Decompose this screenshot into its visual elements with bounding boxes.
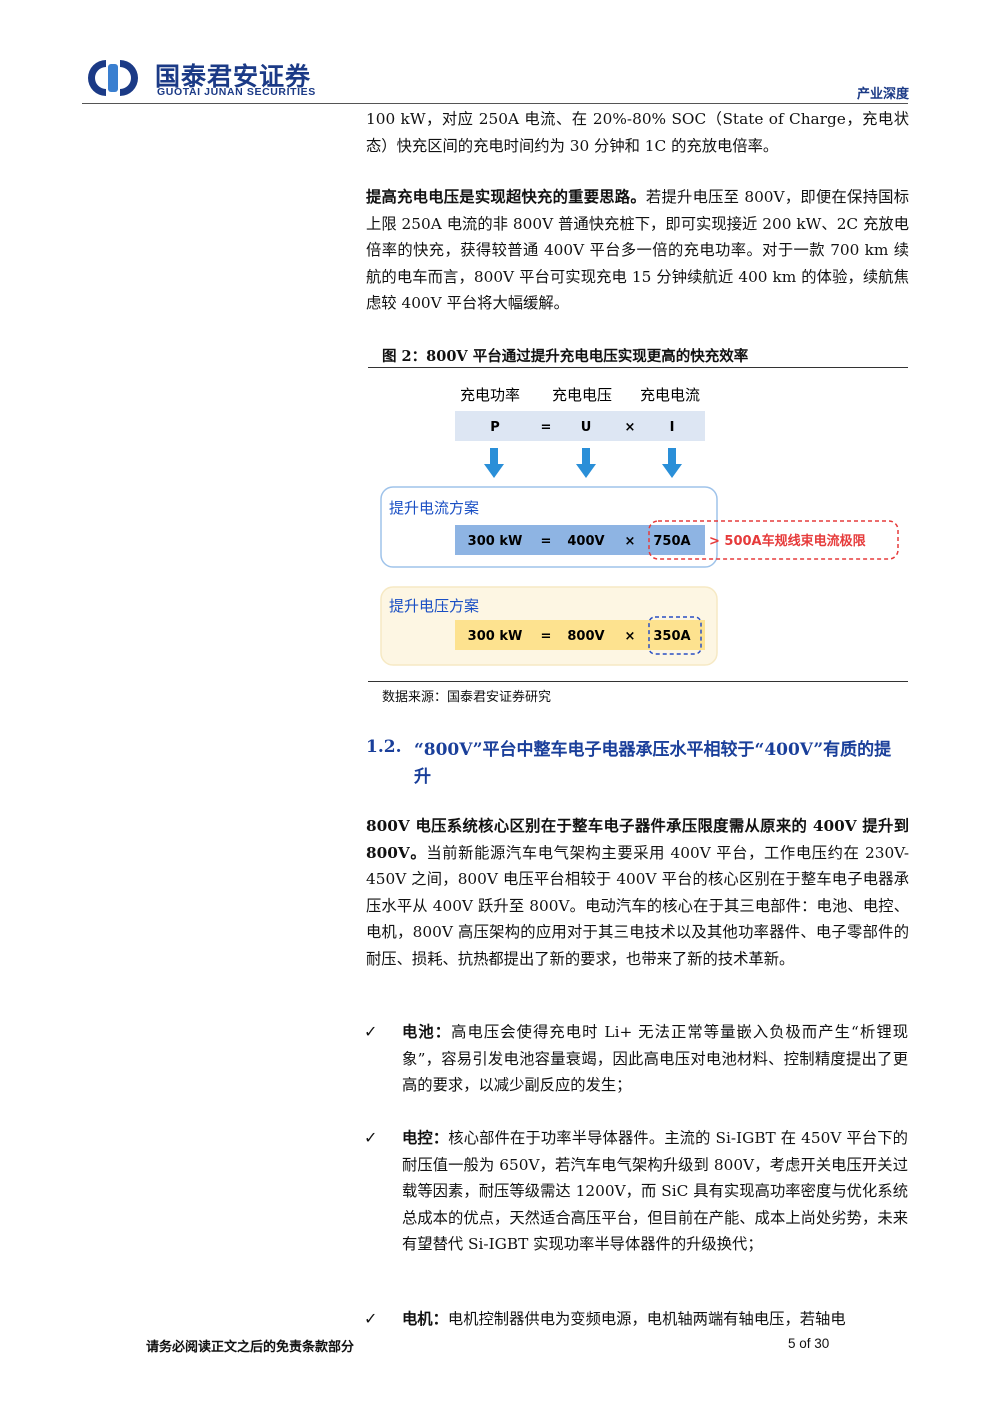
bullet-lead: 电机：: [402, 1310, 448, 1328]
current-power: 300 kW: [468, 534, 523, 549]
company-logo-icon: [88, 60, 138, 96]
formula-i: I: [670, 420, 675, 435]
paragraph-800v-core: 800V 电压系统核心区别在于整车电子器件承压限度需从原来的 400V 提升到 …: [366, 813, 909, 972]
figure-bottom-rule: [368, 681, 908, 682]
check-icon: ✓: [364, 1022, 378, 1041]
paragraph-body: 若提升电压至 800V，即便在保持国标上限 250A 电流的非 800V 普通快…: [366, 188, 909, 312]
current-amps: 750A: [653, 534, 690, 549]
warning-frame: [648, 520, 899, 560]
bullet-motor: 电机：电机控制器供电为变频电源，电机轴两端有轴电压，若轴电: [402, 1306, 908, 1333]
header-divider: [82, 103, 908, 104]
bullet-body: 电机控制器供电为变频电源，电机轴两端有轴电压，若轴电: [447, 1310, 846, 1328]
down-arrow-icon: [484, 448, 504, 478]
formula-bar: [455, 411, 705, 441]
voltage-amps: 350A: [653, 629, 690, 644]
formula-times: ×: [625, 420, 636, 435]
voltage-scheme-bar: [455, 620, 705, 650]
current-equals: =: [541, 534, 552, 549]
logo-english-name: GUOTAI JUNAN SECURITIES: [157, 86, 316, 98]
bullet-battery: 电池：高电压会使得充电时 Li+ 无法正常等量嵌入负极而产生“析锂现象”，容易引…: [402, 1019, 908, 1099]
current-times: ×: [625, 534, 636, 549]
formula-p: P: [490, 420, 500, 435]
page-number: 5 of 30: [788, 1336, 830, 1351]
formula-u: U: [581, 420, 592, 435]
figure-top-rule: [368, 367, 908, 368]
report-category-tag: 产业深度: [856, 87, 909, 102]
footer-disclaimer: 请务必阅读正文之后的免责条款部分: [146, 1340, 355, 1355]
current-scheme-title: 提升电流方案: [389, 499, 479, 517]
figure-title: 图 2：800V 平台通过提升充电电压实现更高的快充效率: [382, 348, 749, 365]
figure-power-diagram: 充电功率 充电电压 充电电流 P = U × I 提升电流方案 300 kW =…: [380, 386, 899, 666]
section-number: 1.2.: [366, 737, 402, 757]
section-title: “800V”平台中整车电子电器承压水平相较于“400V”有质的提升: [414, 740, 892, 787]
bullet-body: 核心部件在于功率半导体器件。主流的 Si-IGBT 在 450V 平台下的耐压值…: [402, 1129, 908, 1253]
bullet-body: 高电压会使得充电时 Li+ 无法正常等量嵌入负极而产生“析锂现象”，容易引发电池…: [402, 1023, 908, 1094]
paragraph-body: 当前新能源汽车电气架构主要采用 400V 平台，工作电压约在 230V-450V…: [366, 843, 909, 968]
harness-limit-warning: > 500A车规线束电流极限: [709, 533, 867, 549]
bullet-controller: 电控：核心部件在于功率半导体器件。主流的 Si-IGBT 在 450V 平台下的…: [402, 1125, 908, 1258]
down-arrow-icon: [576, 448, 596, 478]
paragraph-voltage-idea: 提高充电电压是实现超快充的重要思路。若提升电压至 800V，即便在保持国标上限 …: [366, 184, 909, 317]
voltage-scheme-title: 提升电压方案: [389, 597, 479, 615]
voltage-times: ×: [625, 629, 636, 644]
paragraph-lead: 提高充电电压是实现超快充的重要思路。: [366, 188, 646, 206]
check-icon: ✓: [364, 1128, 378, 1147]
figure-source: 数据来源：国泰君安证券研究: [382, 690, 552, 705]
paragraph-charging-time: 100 kW，对应 250A 电流、在 20%-80% SOC（State of…: [366, 110, 909, 155]
voltage-equals: =: [541, 629, 552, 644]
label-power: 充电功率: [460, 386, 520, 404]
bullet-lead: 电池：: [402, 1023, 452, 1041]
bullet-lead: 电控：: [402, 1129, 449, 1147]
paragraph-lead: 800V 电压系统核心区别在于整车电子器件承压限度需从原来的 400V 提升到 …: [366, 817, 909, 862]
voltage-voltage: 800V: [567, 629, 604, 644]
label-current: 充电电流: [640, 386, 700, 404]
label-voltage: 充电电压: [552, 386, 612, 404]
current-voltage: 400V: [567, 534, 604, 549]
voltage-power: 300 kW: [468, 629, 523, 644]
current-scheme-bar: [455, 525, 705, 555]
check-icon: ✓: [364, 1309, 378, 1328]
down-arrow-icon: [662, 448, 682, 478]
logo-chinese-name: 国泰君安证券: [155, 62, 312, 91]
formula-equals: =: [541, 420, 552, 435]
